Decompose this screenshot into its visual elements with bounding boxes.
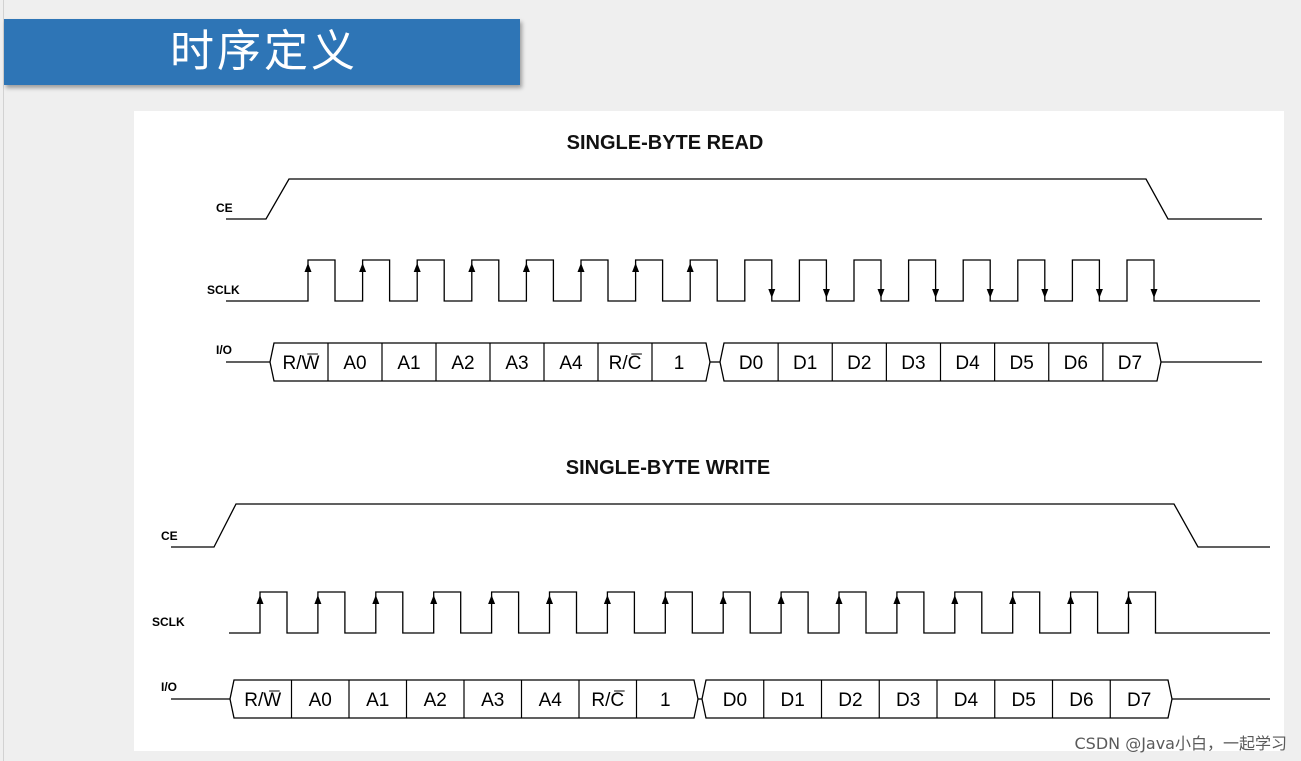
sclk-edge-arrow-5 — [546, 595, 553, 604]
address-bit-label: A0 — [309, 690, 332, 711]
data-bit-label: D5 — [1010, 353, 1034, 374]
address-bit-label: 1 — [660, 690, 671, 711]
slide-title: 时序定义 — [170, 26, 358, 77]
data-bit-label: D4 — [955, 353, 980, 374]
data-bit-label: D7 — [1118, 353, 1142, 374]
sclk-edge-arrow-11 — [932, 289, 940, 298]
sclk-edge-arrow-2 — [413, 263, 421, 272]
data-bit-label: D2 — [847, 353, 871, 374]
sclk-edge-arrow-8 — [719, 595, 727, 604]
address-bit-label: R/C — [609, 353, 642, 374]
sclk-edge-arrow-3 — [468, 263, 476, 272]
address-bit-label: A4 — [539, 690, 563, 711]
sclk-edge-arrow-4 — [522, 263, 530, 272]
diagram-title: SINGLE-BYTE WRITE — [566, 457, 770, 479]
address-bit-label: R/W — [283, 353, 320, 374]
address-bit-label: A1 — [397, 353, 420, 374]
sclk-edge-arrow-12 — [951, 595, 959, 604]
sclk-waveform — [229, 591, 1270, 634]
address-bit-label: A4 — [559, 353, 583, 374]
sclk-edge-arrow-6 — [603, 595, 611, 604]
sclk-edge-arrow-1 — [314, 595, 322, 604]
data-bit-label: D3 — [901, 353, 925, 374]
diagram-title: SINGLE-BYTE READ — [567, 132, 764, 154]
sclk-edge-arrow-12 — [986, 289, 994, 298]
data-bit-label: D6 — [1064, 353, 1088, 374]
sclk-edge-arrow-7 — [661, 595, 669, 604]
data-bit-label: D4 — [954, 690, 979, 711]
sclk-edge-arrow-8 — [768, 289, 776, 298]
sclk-edge-arrow-9 — [822, 289, 830, 298]
sclk-waveform — [226, 259, 1260, 302]
sclk-edge-arrow-11 — [893, 595, 901, 604]
sclk-label: SCLK — [152, 615, 185, 629]
sclk-edge-arrow-15 — [1125, 595, 1132, 604]
watermark: CSDN @Java小白，一起学习 — [1074, 734, 1287, 753]
address-bit-label: 1 — [674, 353, 685, 374]
sclk-edge-arrow-3 — [430, 595, 438, 604]
sclk-label: SCLK — [207, 283, 240, 297]
data-bit-label: D5 — [1011, 690, 1035, 711]
data-bit-label: D7 — [1127, 690, 1151, 711]
address-bit-label: A2 — [424, 690, 447, 711]
data-bit-label: D0 — [723, 690, 747, 711]
left-border — [3, 0, 4, 761]
data-bit-label: D3 — [896, 690, 920, 711]
sclk-edge-arrow-9 — [777, 595, 785, 604]
address-bit-label: A1 — [366, 690, 389, 711]
sclk-edge-arrow-2 — [372, 595, 380, 604]
sclk-edge-arrow-14 — [1095, 289, 1103, 298]
sclk-edge-arrow-14 — [1067, 595, 1075, 604]
ce-waveform — [226, 178, 1262, 220]
sclk-edge-arrow-0 — [304, 263, 312, 272]
sclk-edge-arrow-10 — [877, 289, 885, 298]
data-bit-label: D0 — [739, 353, 763, 374]
timing-diagram-read: SINGLE-BYTE READ CE SCLK I/O R/W A0 A1 A2 A3 A4 R/… — [207, 132, 1262, 382]
data-bit-label: D1 — [780, 690, 804, 711]
address-bit-label: A0 — [343, 353, 366, 374]
io-label: I/O — [216, 343, 232, 357]
sclk-edge-arrow-13 — [1009, 595, 1017, 604]
address-bit-label: A3 — [481, 690, 504, 711]
ce-label: CE — [161, 529, 178, 543]
address-bit-label: R/W — [244, 690, 281, 711]
sclk-edge-arrow-6 — [632, 263, 640, 272]
address-bit-label: R/C — [591, 690, 624, 711]
sclk-edge-arrow-7 — [686, 263, 694, 272]
sclk-edge-arrow-4 — [488, 595, 496, 604]
sclk-edge-arrow-13 — [1041, 289, 1049, 298]
ce-label: CE — [216, 201, 233, 215]
sclk-edge-arrow-10 — [835, 595, 843, 604]
data-bit-label: D2 — [838, 690, 862, 711]
data-bit-label: D6 — [1069, 690, 1093, 711]
sclk-edge-arrow-1 — [359, 263, 367, 272]
data-bit-label: D1 — [793, 353, 817, 374]
ce-waveform — [171, 503, 1270, 548]
timing-diagram-write: SINGLE-BYTE WRITE CE SCLK I/O R/W A0 A1 A2 A3 A4 R… — [152, 457, 1270, 719]
title-banner: 时序定义 — [4, 19, 520, 85]
address-bit-label: A3 — [505, 353, 528, 374]
sclk-edge-arrow-0 — [256, 595, 264, 604]
io-label: I/O — [161, 680, 177, 694]
sclk-edge-arrow-5 — [577, 263, 585, 272]
address-bit-label: A2 — [451, 353, 474, 374]
sclk-edge-arrow-15 — [1150, 289, 1158, 298]
